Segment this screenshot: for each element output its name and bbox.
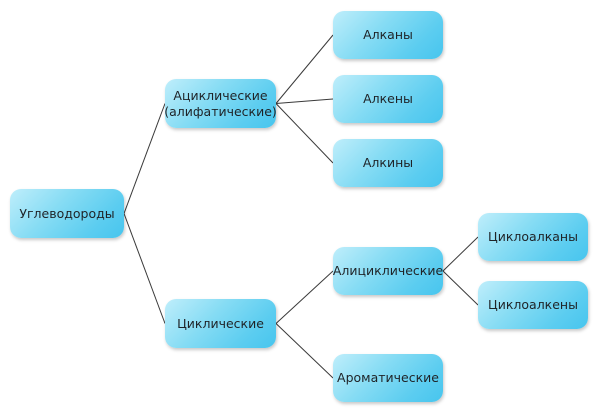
connector-root-acyclic — [123, 103, 166, 214]
node-acyclic: Ациклические (алифатические) — [164, 79, 277, 128]
node-cyclic: Циклические — [165, 299, 276, 348]
node-alkenes: Алкены — [333, 75, 443, 123]
connector-acyclic-alkynes — [275, 103, 334, 164]
connector-cyclic-alicyclic — [275, 270, 334, 324]
connector-root-cyclic — [123, 213, 166, 324]
connector-alicyclic-cycloalkenes — [442, 270, 479, 306]
connector-cyclic-aromatic — [275, 323, 334, 379]
node-cycloalkanes: Циклоалканы — [478, 213, 588, 261]
node-alicyclic: Алициклические — [333, 247, 443, 295]
connector-acyclic-alkenes — [275, 98, 334, 104]
node-cycloalkenes: Циклоалкены — [478, 281, 588, 329]
node-hydrocarbons: Углеводороды — [10, 189, 124, 238]
connector-alicyclic-cycloalkanes — [442, 236, 479, 272]
connector-acyclic-alkanes — [275, 34, 334, 104]
node-aromatic: Ароматические — [333, 354, 443, 402]
node-alkynes: Алкины — [333, 139, 443, 187]
node-alkanes: Алканы — [333, 11, 443, 59]
